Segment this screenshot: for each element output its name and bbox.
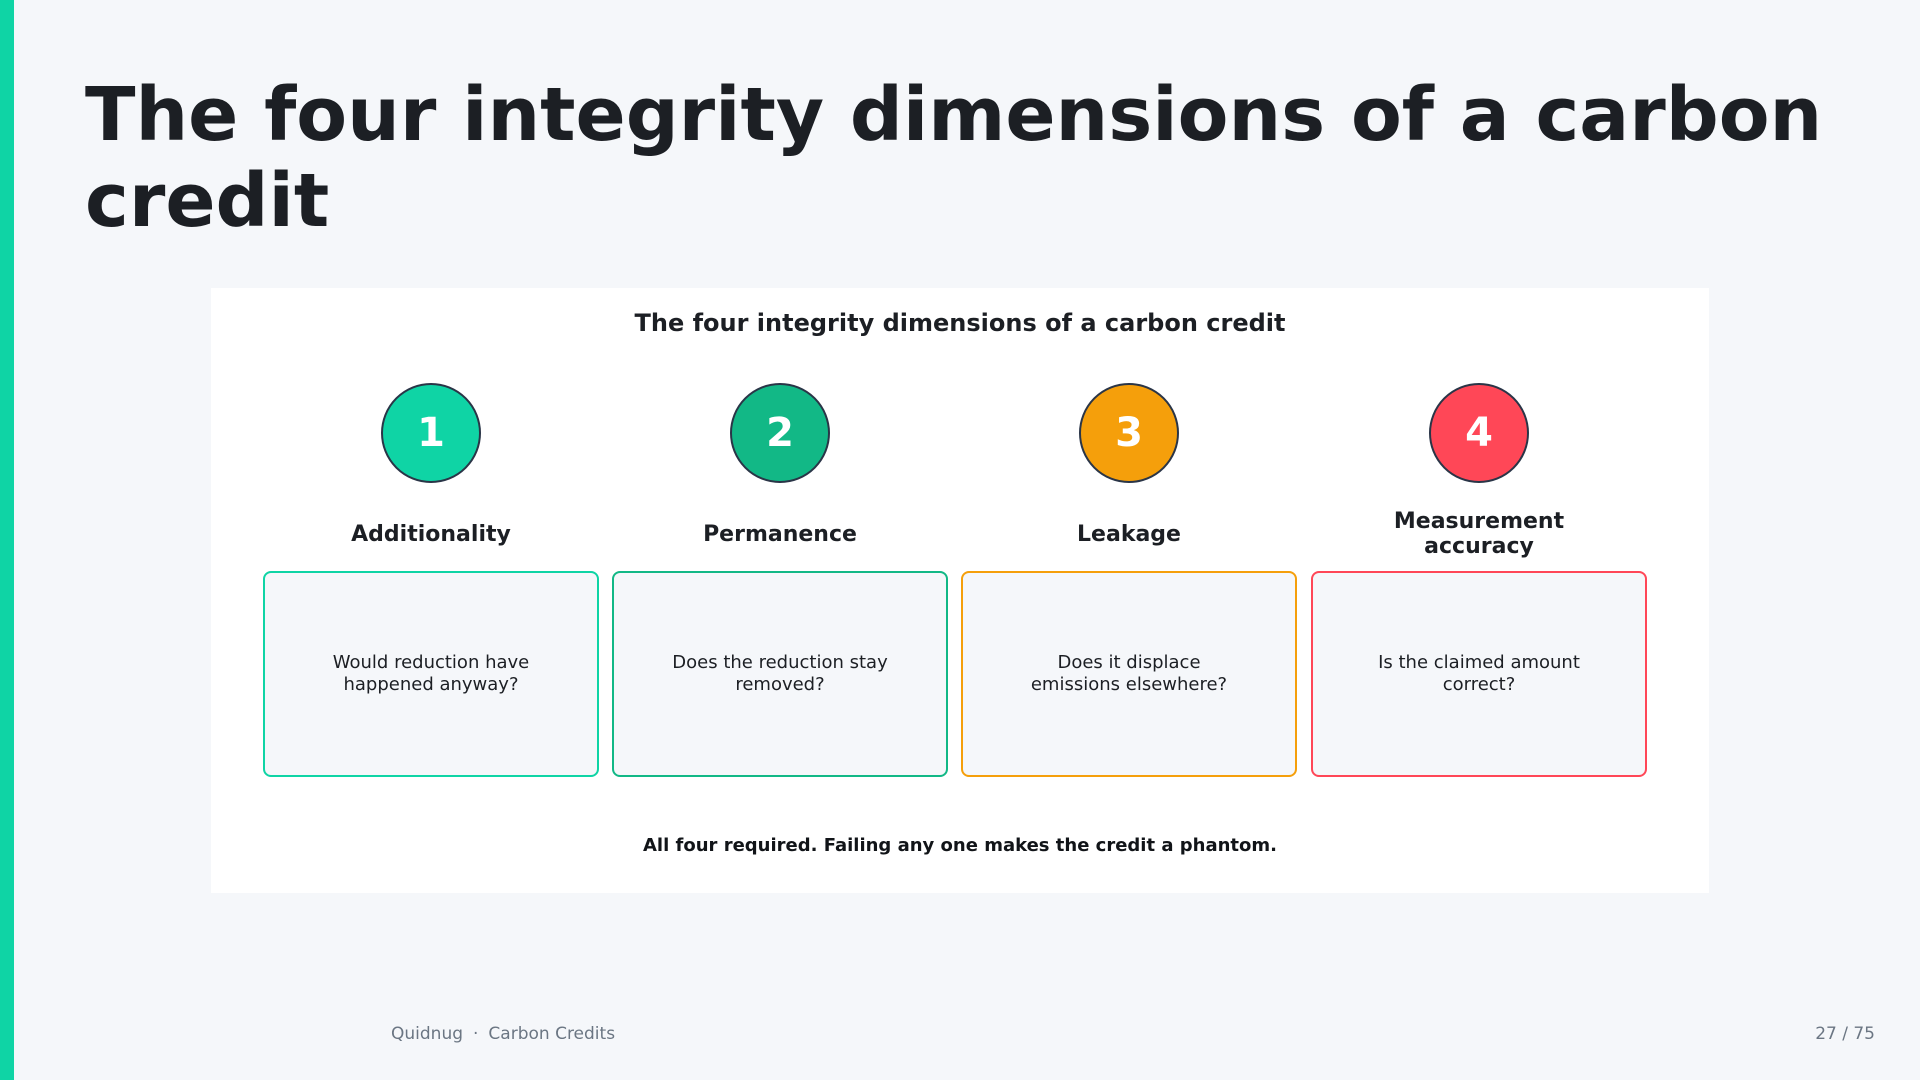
step-number-circle: 4 [1429,383,1529,483]
question-text: Would reduction have happened anyway? [332,652,530,695]
question-card: Would reduction have happened anyway? [263,571,599,777]
integrity-diagram: The four integrity dimensions of a carbo… [211,288,1709,893]
question-text: Does the reduction stay removed? [672,652,888,695]
footer-section: Carbon Credits [488,1024,616,1044]
question-card: Does the reduction stay removed? [612,571,948,777]
dimension-label: Measurement accuracy [1393,509,1565,559]
dimension-measurement-accuracy: 4 Measurement accuracy Is the claimed am… [1311,288,1647,893]
dimension-label: Permanence [703,521,857,547]
footer-breadcrumb: Quidnug · Carbon Credits [391,1023,615,1045]
accent-bar [0,0,14,1080]
dimension-permanence: 2 Permanence Does the reduction stay rem… [612,288,948,893]
footer-brand: Quidnug [391,1024,464,1044]
slide-title: The four integrity dimensions of a carbo… [85,72,1823,244]
footer-separator: · [473,1024,479,1044]
page-number: 27 / 75 [1815,1024,1875,1044]
diagram-title: The four integrity dimensions of a carbo… [634,309,1286,337]
question-card: Is the claimed amount correct? [1311,571,1647,777]
question-card: Does it displace emissions elsewhere? [961,571,1297,777]
question-text: Does it displace emissions elsewhere? [1030,652,1228,695]
dimension-label: Leakage [1077,521,1181,547]
dimension-additionality: 1 Additionality Would reduction have hap… [263,288,599,893]
step-number-circle: 2 [730,383,830,483]
dimension-label: Additionality [351,521,511,547]
question-text: Is the claimed amount correct? [1378,652,1580,695]
step-number-circle: 1 [381,383,481,483]
diagram-caption: All four required. Failing any one makes… [643,835,1277,856]
step-number-circle: 3 [1079,383,1179,483]
dimension-leakage: 3 Leakage Does it displace emissions els… [961,288,1297,893]
